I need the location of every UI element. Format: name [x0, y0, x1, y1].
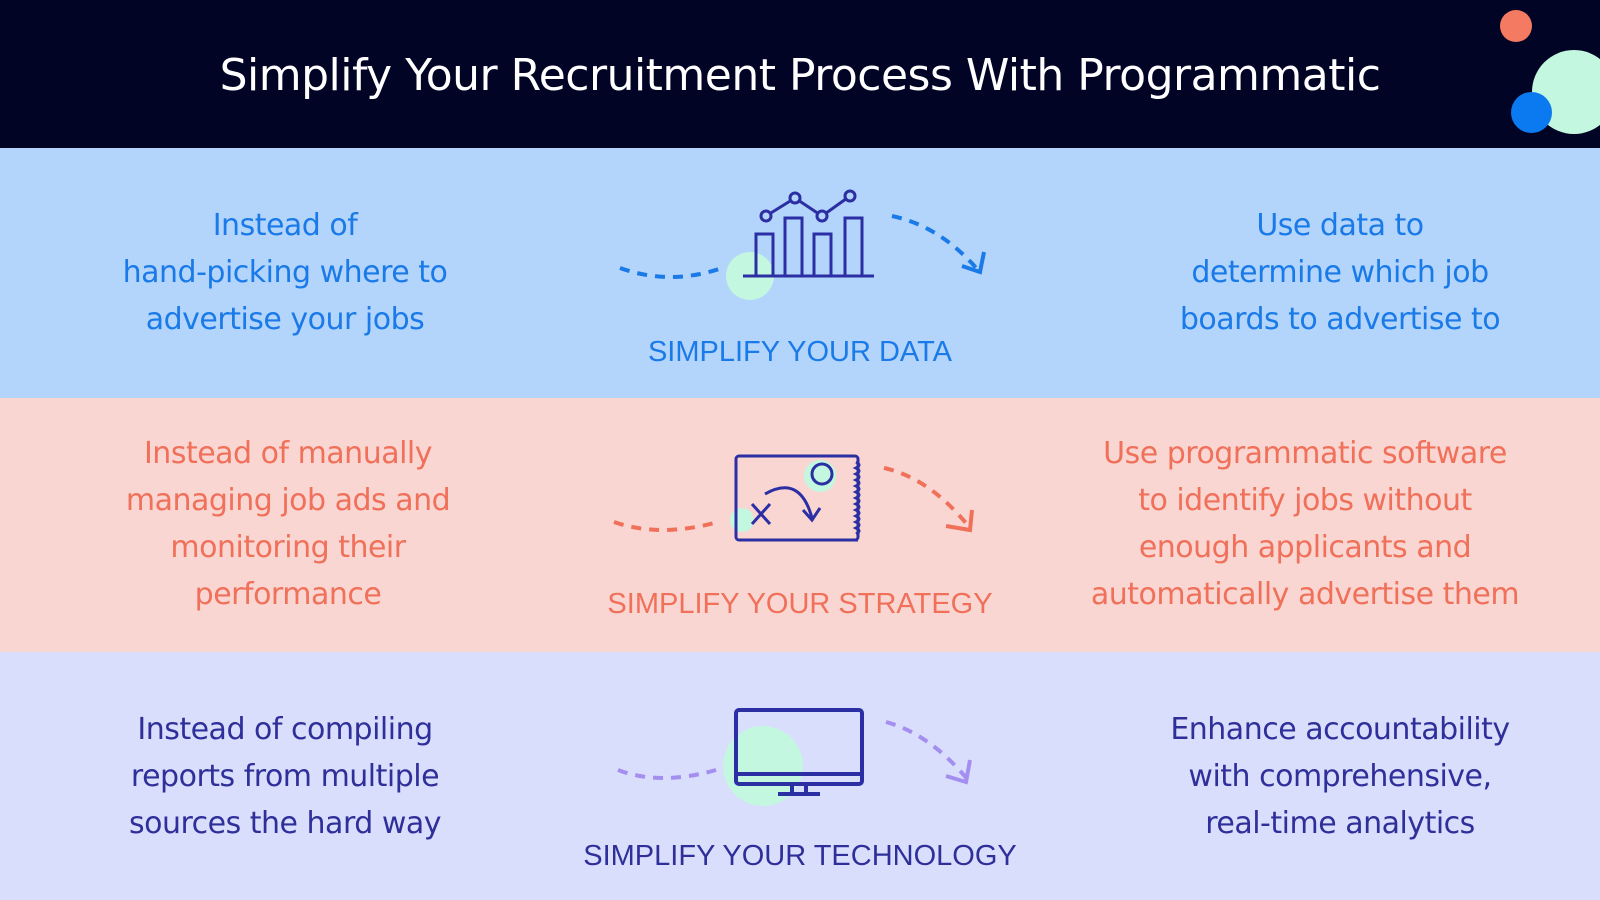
monitor-icon — [617, 708, 972, 806]
technology-before-text: Instead of compiling reports from multip… — [128, 712, 442, 841]
section-label-data: SIMPLIFY YOUR DATA — [647, 336, 953, 368]
decor-blue-dot — [1511, 92, 1552, 133]
strategy-notebook-icon — [613, 454, 974, 542]
data-before-text: Instead of hand-picking where to adverti… — [122, 208, 448, 337]
data-after-text: Use data to determine which job boards t… — [1179, 208, 1501, 337]
page-title: Simplify Your Recruitment Process With P… — [219, 50, 1381, 101]
section-technology: Instead of compiling reports from multip… — [0, 652, 1600, 900]
decor-coral-dot — [1500, 10, 1532, 42]
section-strategy: Instead of manually managing job ads and… — [0, 398, 1600, 652]
strategy-before-text: Instead of manually managing job ads and… — [125, 436, 451, 612]
technology-after-text: Enhance accountability with comprehensiv… — [1170, 712, 1510, 841]
strategy-after-text: Use programmatic software to identify jo… — [1090, 436, 1520, 612]
bar-chart-icon — [619, 189, 986, 300]
section-label-strategy: SIMPLIFY YOUR STRATEGY — [607, 588, 993, 620]
section-data: Instead of hand-picking where to adverti… — [0, 148, 1600, 398]
header: Simplify Your Recruitment Process With P… — [0, 0, 1600, 148]
section-label-technology: SIMPLIFY YOUR TECHNOLOGY — [583, 840, 1017, 872]
